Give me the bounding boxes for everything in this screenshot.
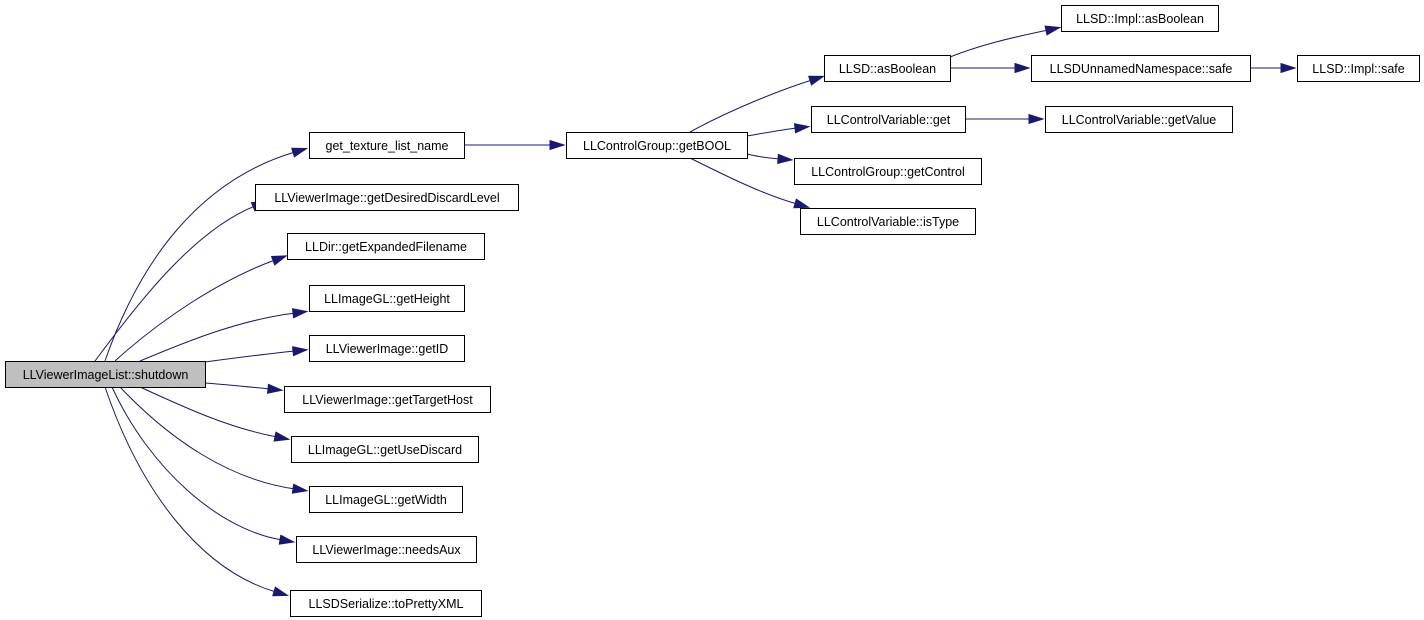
node-label: LLControlVariable::get bbox=[827, 113, 951, 127]
node-box bbox=[255, 184, 519, 211]
node-label: LLViewerImage::getDesiredDiscardLevel bbox=[274, 191, 499, 205]
edge-n0-n4 bbox=[139, 312, 296, 362]
node-n13[interactable]: LLControlVariable::get bbox=[811, 106, 966, 133]
edge-n0-n2 bbox=[94, 205, 256, 362]
arrowhead-n0-n10 bbox=[272, 586, 290, 597]
node-n14[interactable]: LLControlGroup::getControl bbox=[794, 158, 982, 185]
node-label: get_texture_list_name bbox=[326, 139, 449, 153]
node-label: LLSDUnnamedNamespace::safe bbox=[1050, 62, 1233, 76]
node-label: LLViewerImage::getID bbox=[326, 342, 449, 356]
nodes-layer: LLViewerImageList::shutdown get_texture_l… bbox=[5, 5, 1420, 617]
node-n9[interactable]: LLViewerImage::needsAux bbox=[296, 536, 477, 563]
node-n18[interactable]: LLSD::Impl::safe bbox=[1297, 55, 1420, 82]
node-label: LLSD::Impl::safe bbox=[1312, 62, 1404, 76]
node-n2[interactable]: LLViewerImage::getDesiredDiscardLevel bbox=[255, 184, 519, 211]
node-box bbox=[309, 285, 465, 312]
edge-n0-n3 bbox=[114, 259, 276, 362]
node-label: LLViewerImage::needsAux bbox=[312, 543, 461, 557]
node-label: LLControlVariable::getValue bbox=[1062, 113, 1217, 127]
node-label: LLDir::getExpandedFilename bbox=[305, 240, 467, 254]
edge-n0-n7 bbox=[139, 386, 278, 438]
arrowhead-n12-n17 bbox=[1014, 62, 1031, 74]
node-label: LLImageGL::getHeight bbox=[324, 292, 450, 306]
node-box bbox=[794, 158, 982, 185]
arrowhead-n12-n16 bbox=[1044, 25, 1062, 36]
node-n15[interactable]: LLControlVariable::isType bbox=[800, 208, 976, 235]
node-n5[interactable]: LLViewerImage::getID bbox=[309, 335, 465, 362]
arrowhead-n0-n5 bbox=[291, 346, 309, 357]
node-box bbox=[296, 536, 477, 563]
node-box bbox=[800, 208, 976, 235]
node-n12[interactable]: LLSD::asBoolean bbox=[824, 55, 951, 82]
arrowhead-n0-n7 bbox=[273, 431, 291, 442]
arrowhead-n0-n3 bbox=[270, 255, 288, 266]
arrowhead-n0-n1 bbox=[291, 147, 309, 158]
arrowhead-n0-n6 bbox=[266, 383, 284, 394]
arrowhead-n17-n18 bbox=[1280, 62, 1297, 74]
node-box bbox=[291, 436, 479, 463]
edge-n0-n6 bbox=[204, 382, 271, 390]
arrowhead-n11-n13 bbox=[793, 123, 811, 134]
node-label: LLViewerImage::getTargetHost bbox=[302, 393, 473, 407]
node-box bbox=[290, 590, 482, 617]
arrowhead-n11-n12 bbox=[808, 75, 826, 86]
node-box bbox=[1061, 5, 1219, 32]
node-box bbox=[284, 386, 491, 413]
node-n1[interactable]: get_texture_list_name bbox=[309, 132, 465, 159]
node-box bbox=[309, 132, 465, 159]
node-n7[interactable]: LLImageGL::getUseDiscard bbox=[291, 436, 479, 463]
node-box bbox=[309, 486, 463, 513]
edge-n0-n9 bbox=[111, 386, 283, 541]
node-box bbox=[1297, 55, 1420, 82]
node-box bbox=[1031, 55, 1251, 82]
node-box bbox=[811, 106, 966, 133]
arrowhead-n13-n19 bbox=[1028, 113, 1045, 125]
edge-n12-n16 bbox=[949, 29, 1049, 58]
node-n16[interactable]: LLSD::Impl::asBoolean bbox=[1061, 5, 1219, 32]
edge-n0-n10 bbox=[104, 386, 277, 593]
node-label: LLSDSerialize::toPrettyXML bbox=[309, 597, 464, 611]
node-n11[interactable]: LLControlGroup::getBOOL bbox=[566, 132, 748, 159]
arrowhead-n0-n8 bbox=[291, 483, 309, 494]
arrowhead-n11-n14 bbox=[777, 153, 794, 164]
node-box bbox=[309, 335, 465, 362]
edge-n11-n13 bbox=[746, 127, 798, 137]
arrowhead-n11-n15 bbox=[793, 198, 811, 209]
node-n10[interactable]: LLSDSerialize::toPrettyXML bbox=[290, 590, 482, 617]
edge-n11-n14 bbox=[746, 153, 781, 160]
node-box bbox=[5, 361, 206, 388]
node-label: LLControlGroup::getControl bbox=[811, 165, 965, 179]
node-n6[interactable]: LLViewerImage::getTargetHost bbox=[284, 386, 491, 413]
arrowhead-n1-n11 bbox=[549, 139, 566, 151]
node-label: LLSD::Impl::asBoolean bbox=[1076, 12, 1204, 26]
edge-n11-n12 bbox=[689, 79, 813, 133]
node-label: LLSD::asBoolean bbox=[839, 62, 936, 76]
arrowhead-n0-n9 bbox=[278, 534, 296, 545]
edge-n0-n1 bbox=[104, 151, 296, 362]
node-box bbox=[1045, 106, 1233, 133]
node-n4[interactable]: LLImageGL::getHeight bbox=[309, 285, 465, 312]
node-box bbox=[824, 55, 951, 82]
node-label: LLControlGroup::getBOOL bbox=[583, 139, 731, 153]
node-n8[interactable]: LLImageGL::getWidth bbox=[309, 486, 463, 513]
node-n3[interactable]: LLDir::getExpandedFilename bbox=[287, 233, 485, 260]
node-n19[interactable]: LLControlVariable::getValue bbox=[1045, 106, 1233, 133]
node-n0[interactable]: LLViewerImageList::shutdown bbox=[5, 361, 206, 388]
edge-n0-n8 bbox=[119, 386, 296, 490]
edge-n0-n5 bbox=[204, 350, 296, 363]
node-label: LLControlVariable::isType bbox=[817, 215, 959, 229]
node-box bbox=[287, 233, 485, 260]
node-label: LLImageGL::getWidth bbox=[325, 493, 447, 507]
node-label: LLViewerImageList::shutdown bbox=[23, 368, 189, 382]
node-label: LLImageGL::getUseDiscard bbox=[308, 443, 462, 457]
arrowhead-n0-n4 bbox=[291, 308, 309, 319]
node-n17[interactable]: LLSDUnnamedNamespace::safe bbox=[1031, 55, 1251, 82]
edge-n11-n15 bbox=[689, 157, 798, 205]
node-box bbox=[566, 132, 748, 159]
